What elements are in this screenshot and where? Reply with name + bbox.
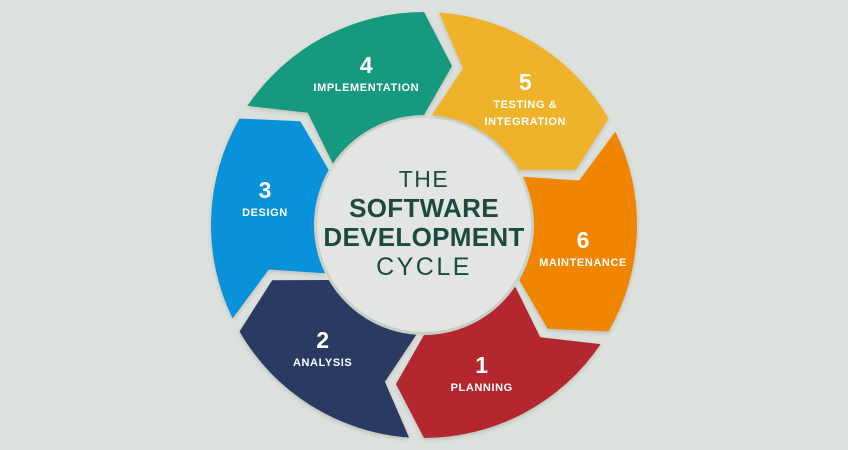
segment-implementation-arrow: [247, 12, 452, 164]
title-line-software: SOFTWARE: [349, 192, 499, 223]
title-line-the: THE: [398, 166, 450, 193]
title-line-development: DEVELOPMENT: [323, 221, 525, 252]
segment-maintenance-arrow: [519, 131, 638, 332]
diagram-title: THE SOFTWARE DEVELOPMENT CYCLE: [309, 166, 539, 282]
segment-planning-arrow: [396, 286, 601, 438]
cycle-segments: [210, 12, 638, 438]
segment-testing-arrow: [431, 12, 609, 170]
title-line-cycle: CYCLE: [376, 252, 472, 281]
segment-analysis-arrow: [239, 280, 417, 438]
center-circle: [317, 118, 531, 332]
segment-design-arrow: [210, 118, 329, 319]
